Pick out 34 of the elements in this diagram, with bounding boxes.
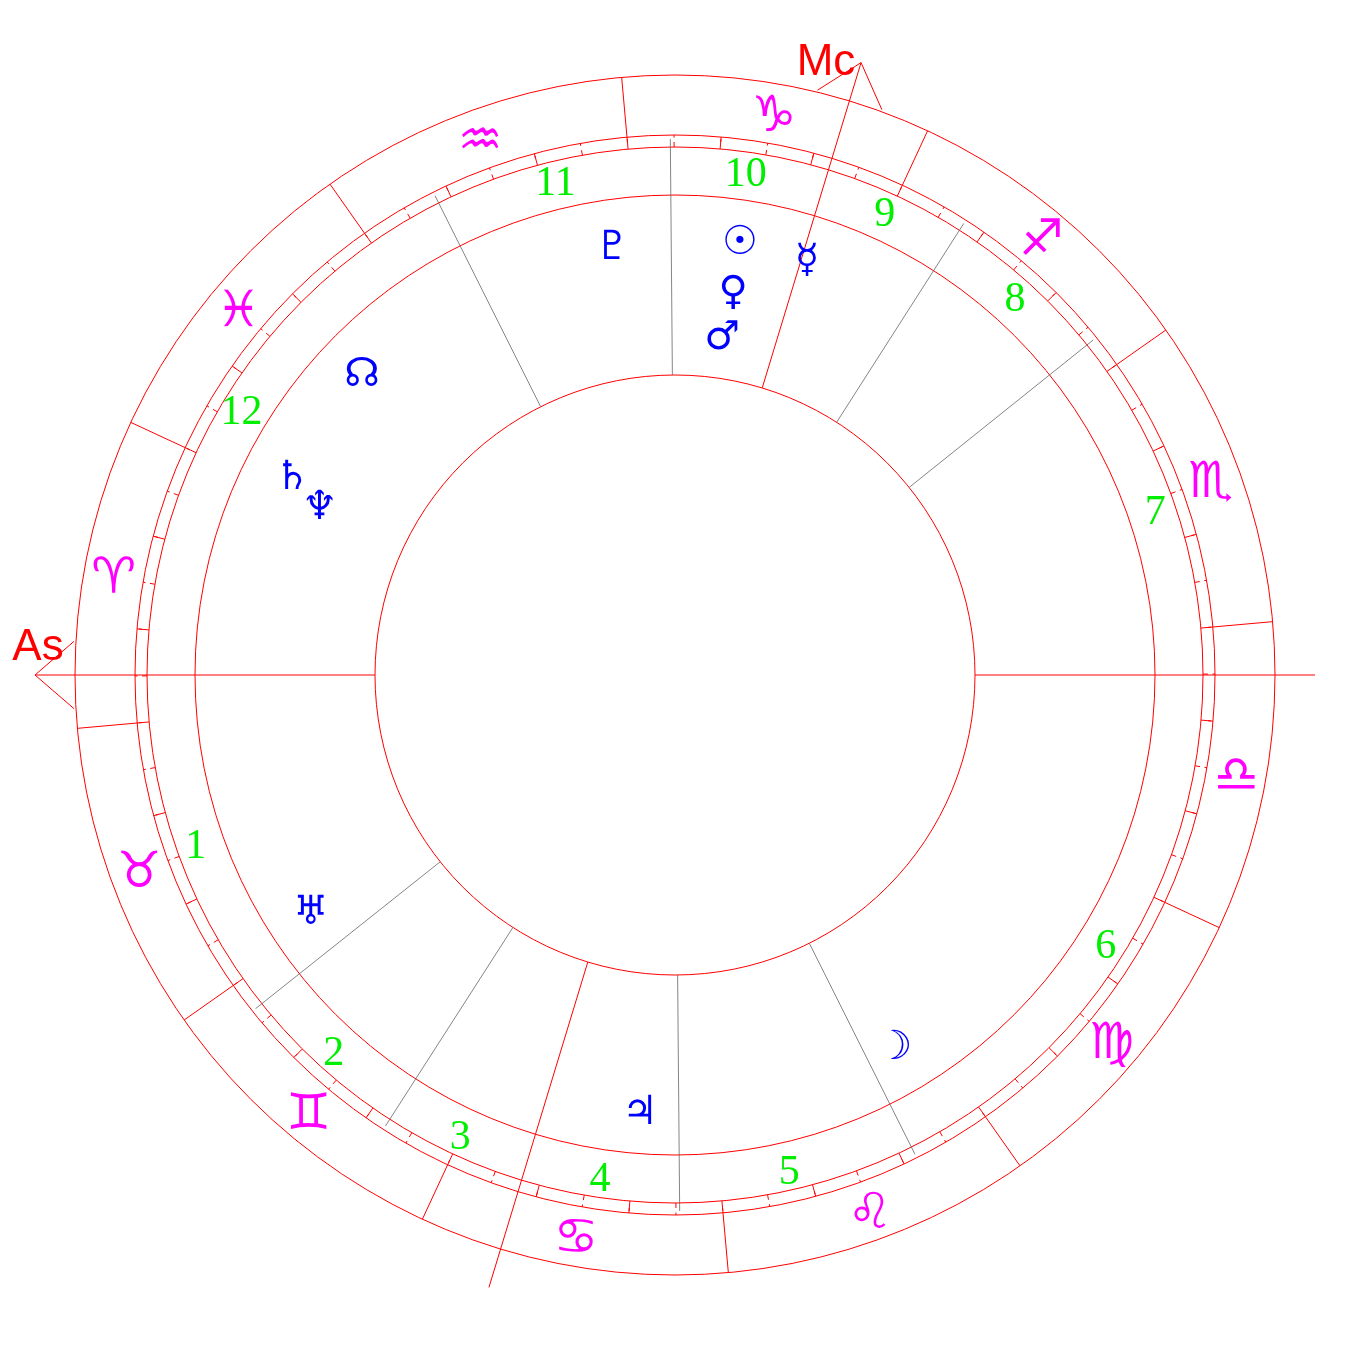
axis-label: Mc xyxy=(796,38,856,82)
house-number: 2 xyxy=(323,1030,345,1073)
planet-symbol: ♀ xyxy=(718,270,748,311)
house-number: 1 xyxy=(185,822,207,865)
house-number: 12 xyxy=(220,389,263,432)
zodiac-sign-symbol: ♈ xyxy=(91,551,137,601)
zodiac-sign-symbol: ♋ xyxy=(553,1211,599,1262)
planet-symbol: ♅ xyxy=(293,889,329,930)
house-number: 5 xyxy=(778,1148,800,1191)
zodiac-sign-symbol: ♌ xyxy=(847,1185,893,1236)
zodiac-sign-symbol: ♒ xyxy=(457,114,503,165)
house-number: 4 xyxy=(589,1156,611,1199)
zodiac-sign-symbol: ♑ xyxy=(751,88,797,139)
zodiac-sign-symbol: ♐ xyxy=(1018,213,1064,264)
zodiac-sign-symbol: ♉ xyxy=(116,844,162,895)
house-number: 10 xyxy=(724,150,767,193)
house-number: 3 xyxy=(449,1114,471,1157)
zodiac-sign-symbol: ♊ xyxy=(286,1086,331,1137)
planet-symbol: ☊ xyxy=(344,351,380,392)
axis-label: As xyxy=(12,623,64,667)
house-number: 7 xyxy=(1144,488,1166,531)
planet-symbol: ☉ xyxy=(722,219,758,260)
house-number: 11 xyxy=(535,160,576,203)
house-number: 8 xyxy=(1004,276,1026,319)
zodiac-sign-symbol: ♏ xyxy=(1188,455,1233,506)
planet-symbol: ♇ xyxy=(594,224,631,265)
planet-symbol: ☽ xyxy=(876,1024,913,1065)
zodiac-sign-symbol: ♍ xyxy=(1089,1016,1135,1067)
zodiac-sign-symbol: ♓ xyxy=(215,283,261,334)
planet-symbol: ♃ xyxy=(622,1089,658,1130)
planet-symbol: ♂ xyxy=(704,315,741,356)
house-number: 6 xyxy=(1095,923,1117,966)
zodiac-sign-symbol: ♎ xyxy=(1213,748,1259,799)
house-number: 9 xyxy=(874,191,896,234)
